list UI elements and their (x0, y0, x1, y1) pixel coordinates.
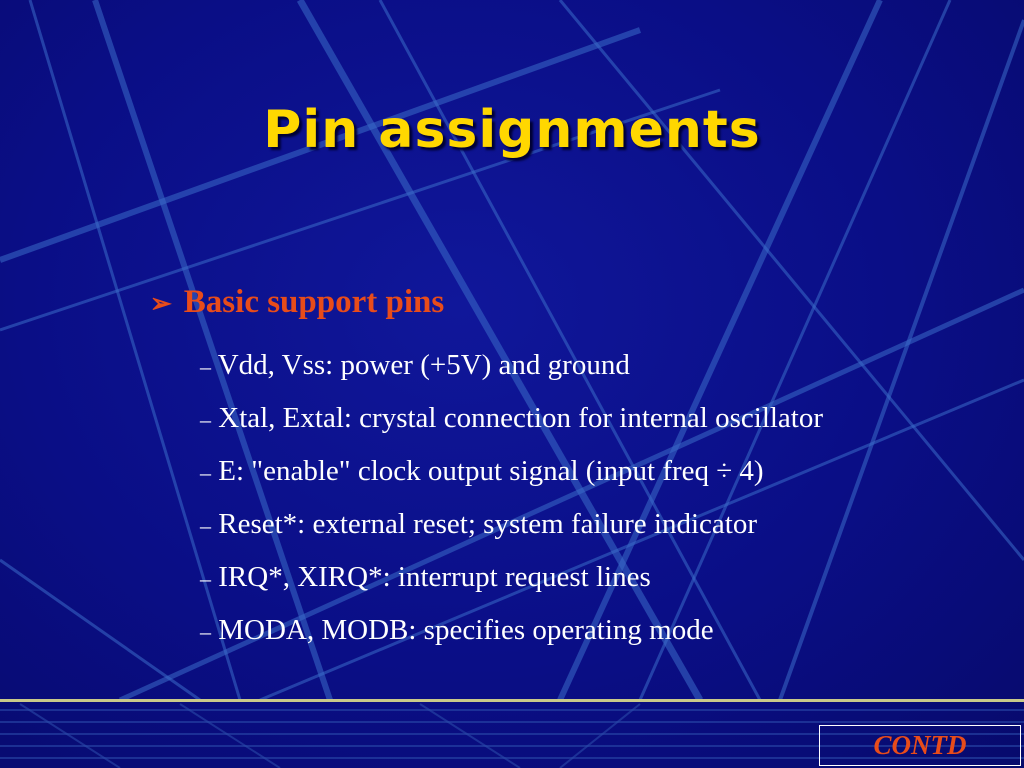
list-item-text: MODA, MODB: specifies operating mode (218, 614, 714, 646)
slide-title: Pin assignments (263, 100, 761, 160)
decor-line (558, 0, 1024, 561)
list-item: – E: "enable" clock output signal (input… (200, 448, 920, 496)
decor-line (557, 0, 883, 702)
list-item-text: IRQ*, XIRQ*: interrupt request lines (218, 561, 651, 593)
list-item: – Reset*: external reset; system failure… (200, 501, 920, 549)
decor-line (0, 27, 642, 263)
dash-marker: – (200, 460, 211, 485)
decor-line (179, 703, 281, 768)
decor-line (0, 88, 721, 332)
dash-marker: – (200, 407, 211, 432)
dash-marker: – (200, 354, 211, 379)
bullet-heading: ➢ Basic support pins (150, 284, 444, 321)
decor-line (559, 703, 641, 768)
decor-line (419, 703, 521, 768)
list-item: – Xtal, Extal: crystal connection for in… (200, 395, 920, 443)
decor-line (638, 0, 952, 701)
list-item: – IRQ*, XIRQ*: interrupt request lines (200, 554, 920, 602)
list-item: – MODA, MODB: specifies operating mode (200, 607, 920, 655)
decor-line (92, 0, 333, 701)
dash-marker: – (200, 566, 211, 591)
decor-line (296, 0, 704, 702)
footer-divider (0, 699, 1024, 702)
list-item: – Vdd, Vss: power (+5V) and ground (200, 342, 920, 390)
sub-bullet-list: – Vdd, Vss: power (+5V) and ground – Xta… (200, 342, 920, 660)
arrow-bullet-icon: ➢ (150, 289, 172, 318)
decor-line (118, 287, 1024, 703)
list-item-text: E: "enable" clock output signal (input f… (218, 455, 764, 487)
decor-line (259, 378, 1024, 702)
contd-button[interactable]: CONTD (819, 725, 1021, 766)
decor-line (0, 558, 201, 702)
list-item-text: Reset*: external reset; system failure i… (218, 508, 757, 540)
dash-marker: – (200, 619, 211, 644)
list-item-text: Vdd, Vss: power (+5V) and ground (217, 349, 630, 381)
decor-line (28, 0, 242, 701)
decor-line (378, 0, 762, 701)
bullet-heading-text: Basic support pins (183, 284, 445, 320)
dash-marker: – (200, 513, 211, 538)
list-item-text: Xtal, Extal: crystal connection for inte… (218, 402, 824, 434)
decor-line (19, 703, 121, 768)
decor-line (778, 19, 1024, 701)
